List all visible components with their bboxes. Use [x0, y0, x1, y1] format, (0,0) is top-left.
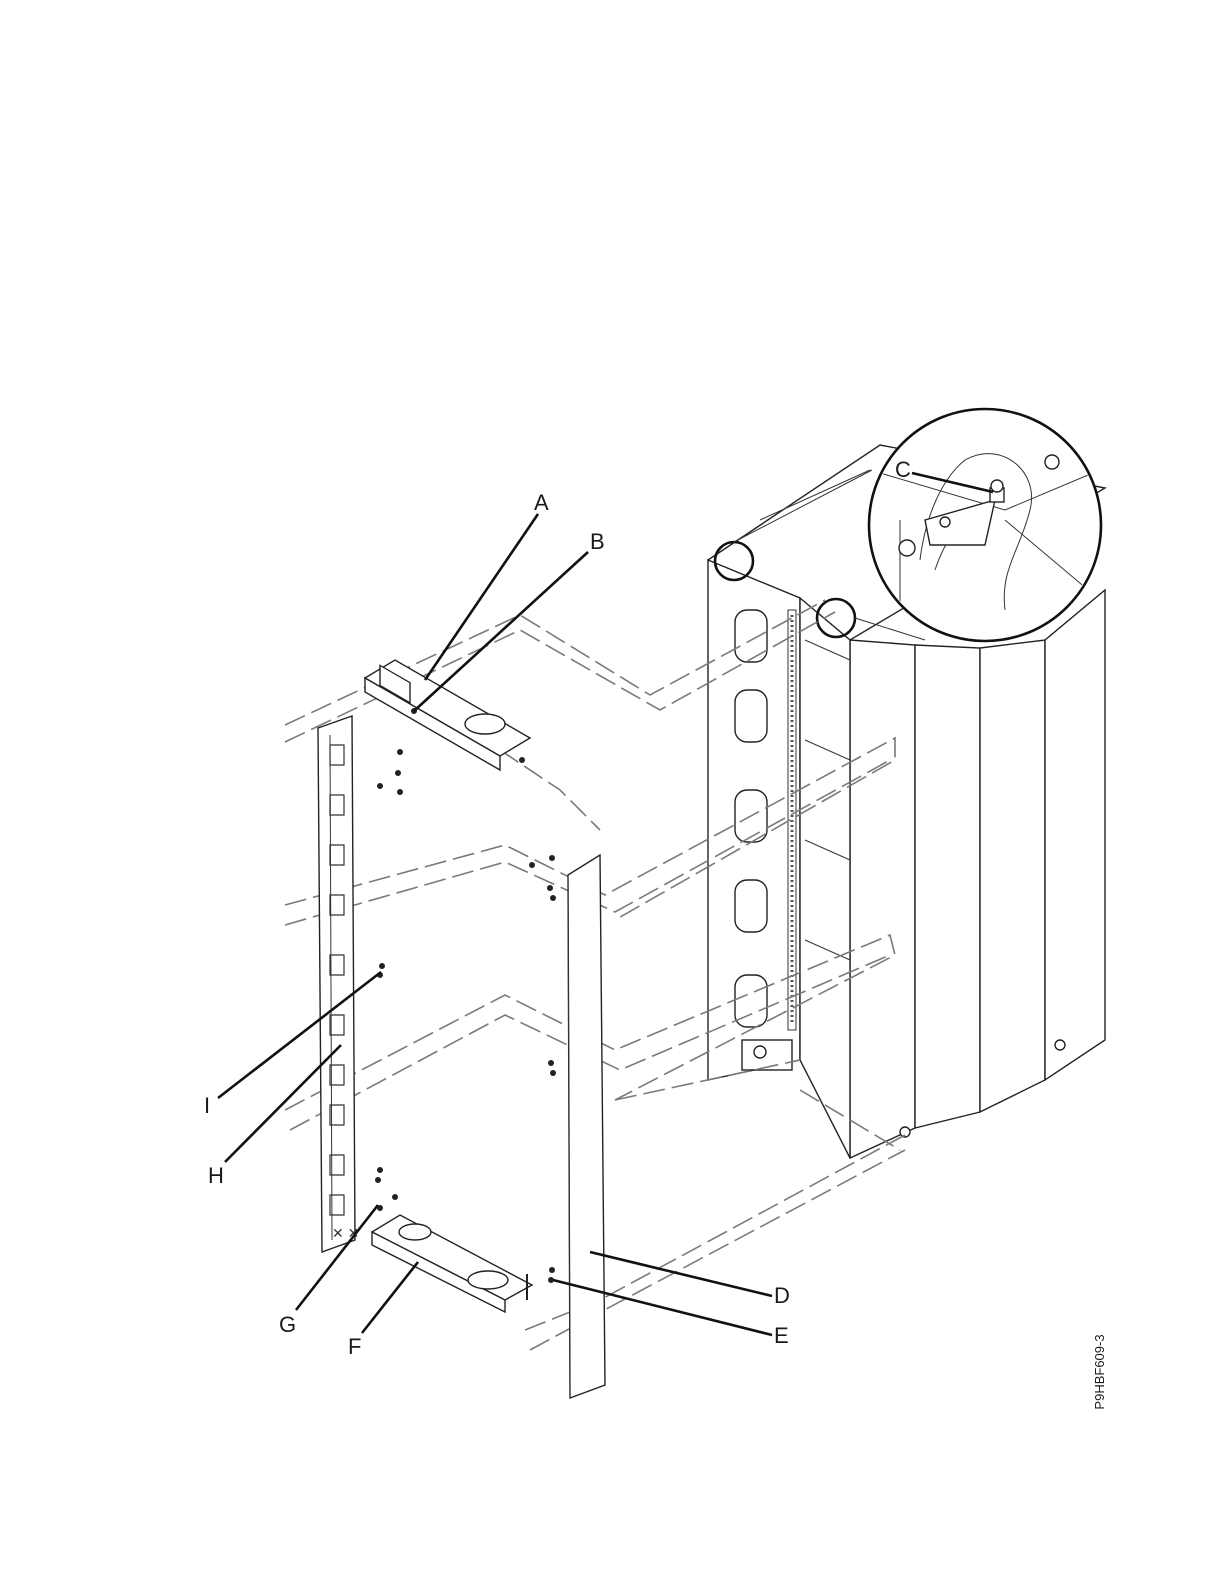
figure-id: P9HBF609-3 — [1092, 1334, 1107, 1409]
callout-C: C — [895, 457, 911, 482]
callout-G: G — [279, 1312, 296, 1337]
callout-A: A — [534, 490, 549, 515]
vertical-bracket: ✕ ✕ — [318, 716, 359, 1252]
callout-H: H — [208, 1163, 224, 1188]
callout-B: B — [590, 529, 605, 554]
top-cable-panel — [365, 660, 530, 770]
bottom-cable-tray — [372, 1215, 532, 1312]
callout-E: E — [774, 1323, 789, 1348]
callout-D: D — [774, 1283, 790, 1308]
callout-F: F — [348, 1334, 361, 1359]
front-trim-panel — [568, 855, 605, 1398]
callout-I: I — [204, 1093, 210, 1118]
